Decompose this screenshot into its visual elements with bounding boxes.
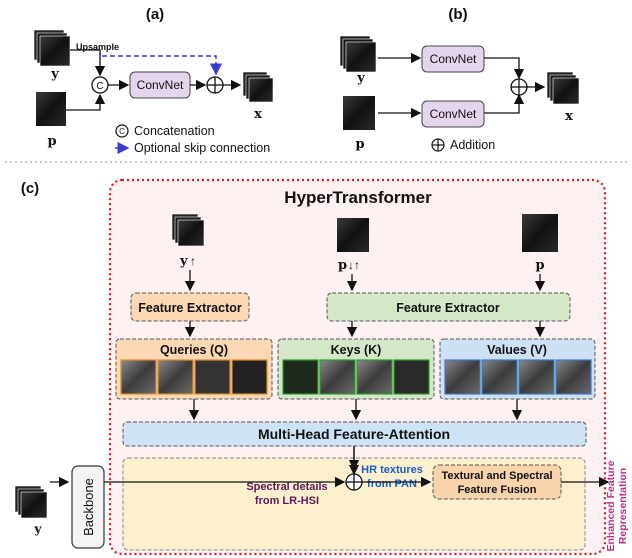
- panel-a-y-label: y: [50, 67, 59, 82]
- panel-c-label: (c): [21, 180, 39, 197]
- c-y-label: y: [34, 522, 43, 536]
- legend-addition-icon: [431, 138, 445, 152]
- panel-a-y-stack-icon: [33, 29, 71, 67]
- panel-b-y-label: y: [356, 71, 365, 86]
- panel-b-add-icon: [510, 78, 528, 96]
- hr-textures-line2: from PAN: [367, 478, 417, 490]
- c-y-stack-icon: [14, 485, 48, 519]
- panel-a-label: (a): [146, 6, 164, 23]
- panel-a-x-label: x: [254, 107, 262, 122]
- legend-addition-label: Addition: [450, 138, 495, 152]
- panel-c: (c) HyperTransformer y ↑ p ↓↑ p Feature …: [14, 178, 629, 556]
- fusion-box: [432, 464, 562, 500]
- enhanced-line1: Enhanced Feature: [605, 460, 617, 551]
- c-p-image: [522, 214, 558, 252]
- panel-a-upsample-label: Upsample: [76, 42, 119, 52]
- spectral-line1: Spectral details: [246, 481, 327, 493]
- legend-concat-icon: [115, 124, 129, 138]
- keys-label: Keys (K): [331, 343, 382, 357]
- panel-a-convnet-label: ConvNet: [137, 78, 184, 92]
- panel-b-convnet-bottom-label: ConvNet: [430, 107, 477, 121]
- hypertransformer-title: HyperTransformer: [284, 188, 432, 207]
- panel-a-add-icon: [206, 76, 224, 94]
- panel-a-p-image: [36, 92, 66, 126]
- values-feature-maps: [444, 359, 592, 395]
- queries-feature-maps: [120, 359, 268, 395]
- c-p-label: p: [535, 258, 544, 273]
- mhfa-label: Multi-Head Feature-Attention: [258, 426, 450, 442]
- panel-a-x-stack-icon: [242, 71, 274, 103]
- fusion-line2: Feature Fusion: [458, 484, 537, 496]
- panel-b-y-stack-icon: [339, 35, 377, 73]
- c-p-downup-image: [337, 218, 369, 252]
- c-add-icon: [345, 473, 363, 491]
- concat-symbol: C: [96, 81, 103, 92]
- spectral-line2: from LR-HSI: [255, 495, 319, 507]
- panel-b-x-label: x: [565, 109, 573, 124]
- panel-b-convnet-bottom-box: [421, 100, 485, 128]
- panel-b-p-image: [343, 96, 375, 130]
- c-y-up-label: y: [179, 254, 188, 269]
- enhanced-line2: Representation: [617, 468, 629, 544]
- svg-text:C: C: [119, 127, 125, 136]
- panel-a-p-label: p: [47, 134, 56, 149]
- panel-b-convnet-top-label: ConvNet: [430, 52, 477, 66]
- c-y-up-stack-icon: [171, 213, 205, 247]
- panel-b: (b) y p ConvNet ConvNet x: [339, 6, 580, 152]
- backbone-label: Backbone: [81, 478, 96, 536]
- keys-feature-maps: [282, 359, 430, 395]
- backbone-box: [71, 465, 105, 549]
- legend-skip-label: Optional skip connection: [134, 141, 270, 155]
- hr-textures-line1: HR textures: [361, 464, 423, 476]
- values-label: Values (V): [487, 343, 547, 357]
- c-p-downup-label: p: [338, 258, 347, 273]
- c-up-arrow-icon: ↑: [190, 254, 196, 268]
- feature-extractor-left-label: Feature Extractor: [138, 301, 242, 315]
- feature-extractor-right-label: Feature Extractor: [396, 301, 500, 315]
- panel-b-convnet-top-box: [421, 45, 485, 73]
- c-downup-arrow-icon: ↓↑: [348, 258, 360, 272]
- legend-concat-label: Concatenation: [134, 124, 215, 138]
- panel-b-p-label: p: [355, 137, 364, 152]
- queries-label: Queries (Q): [160, 343, 228, 357]
- panel-a: (a) y p Upsample C ConvNet: [33, 6, 274, 155]
- feature-extractor-right-box: [326, 292, 571, 322]
- panel-b-x-stack-icon: [546, 71, 580, 105]
- panel-b-label: (b): [448, 6, 467, 23]
- skip-connection-arrow: [102, 55, 222, 76]
- fusion-line1: Textural and Spectral: [441, 470, 552, 482]
